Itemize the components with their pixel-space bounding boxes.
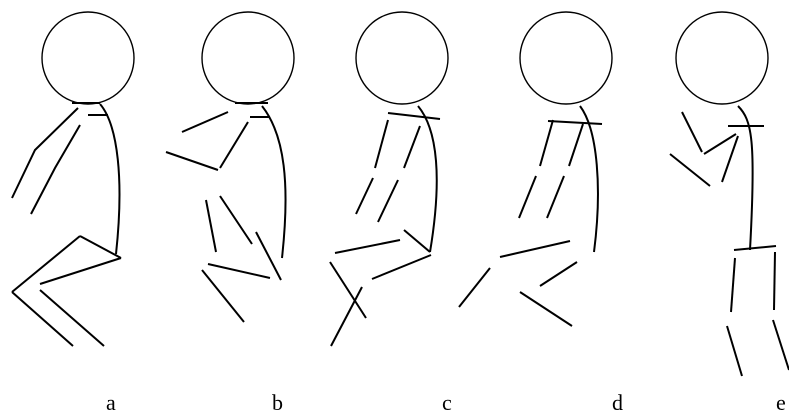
thigh-c2 bbox=[403, 229, 431, 253]
spine-b bbox=[261, 105, 287, 259]
thigh-b1 bbox=[205, 199, 217, 253]
panel-b: b bbox=[165, 11, 295, 415]
thigh-b2 bbox=[219, 195, 253, 245]
thigh-d1 bbox=[499, 240, 571, 258]
arm-c3 bbox=[403, 125, 421, 169]
shin-a1 bbox=[11, 235, 81, 293]
panel-c: c bbox=[329, 11, 452, 415]
shin-e1 bbox=[726, 325, 743, 377]
panel-label-a: a bbox=[106, 390, 116, 415]
head-a bbox=[41, 11, 135, 105]
panel-label-d: d bbox=[612, 390, 623, 415]
thigh-e1 bbox=[730, 257, 736, 313]
panel-d: d bbox=[458, 11, 623, 415]
head-e bbox=[675, 11, 769, 105]
arm-e4 bbox=[669, 153, 711, 187]
thigh-c1 bbox=[334, 239, 401, 254]
arm-a1 bbox=[11, 107, 79, 199]
forearm-b1 bbox=[165, 151, 219, 171]
panel-a: a bbox=[11, 11, 135, 415]
shin-c1 bbox=[329, 261, 367, 319]
head-b bbox=[201, 11, 295, 105]
shin-a2 bbox=[11, 291, 74, 347]
shoulder-c bbox=[387, 112, 441, 120]
head-d bbox=[519, 11, 613, 105]
shin-b1 bbox=[207, 263, 271, 279]
shin-e2 bbox=[772, 319, 789, 371]
arm-d4 bbox=[546, 175, 565, 219]
thigh-b3 bbox=[255, 231, 282, 281]
hip-e bbox=[733, 245, 777, 251]
head-c bbox=[355, 11, 449, 105]
spine-c bbox=[417, 105, 438, 253]
arm-e1 bbox=[681, 111, 703, 153]
panel-label-c: c bbox=[442, 390, 452, 415]
thigh-a2 bbox=[39, 257, 122, 285]
panel-label-b: b bbox=[272, 390, 283, 415]
arm-c4 bbox=[377, 179, 399, 223]
upperarm-b1 bbox=[181, 111, 229, 133]
shin-d1 bbox=[458, 267, 491, 308]
spine-e bbox=[737, 105, 754, 251]
shin-a3 bbox=[39, 289, 105, 347]
shin-b2 bbox=[201, 269, 245, 323]
arm-c1 bbox=[374, 119, 389, 169]
spine-d bbox=[579, 105, 599, 253]
shoulder-d bbox=[547, 120, 603, 125]
arm-e2 bbox=[703, 133, 737, 155]
arm-a2 bbox=[30, 124, 81, 215]
spine-a bbox=[99, 103, 121, 255]
thigh-c3 bbox=[371, 254, 432, 280]
panel-e: e bbox=[669, 11, 789, 415]
thigh-d2 bbox=[539, 261, 578, 287]
arm-b2 bbox=[219, 121, 249, 169]
arm-e3 bbox=[721, 135, 739, 183]
arm-c2 bbox=[355, 177, 374, 215]
panel-label-e: e bbox=[776, 390, 786, 415]
thigh-e2 bbox=[773, 251, 776, 311]
arm-d3 bbox=[568, 123, 584, 167]
shin-d2 bbox=[519, 291, 573, 327]
arm-d2 bbox=[518, 175, 537, 219]
arm-d1 bbox=[539, 119, 554, 167]
shin-c2 bbox=[330, 286, 363, 347]
thigh-a1 bbox=[79, 235, 122, 259]
